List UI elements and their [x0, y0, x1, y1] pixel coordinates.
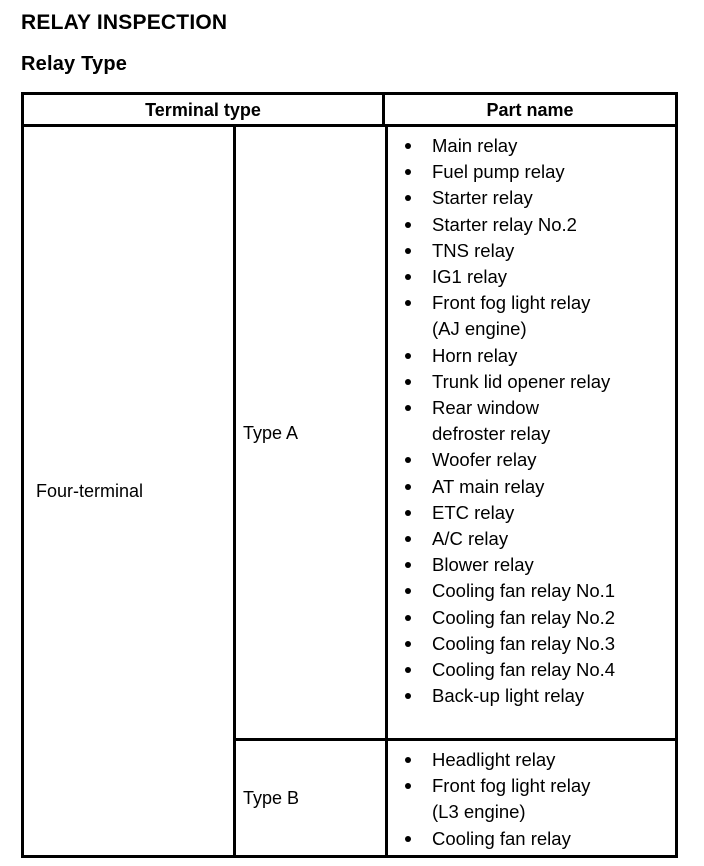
list-item: ETC relay	[385, 500, 675, 526]
list-item: Front fog light relay (AJ engine)	[385, 290, 675, 342]
list-item: AT main relay	[385, 474, 675, 500]
section-title: Relay Type	[21, 53, 128, 75]
list-item: Main relay	[385, 133, 675, 159]
column-divider-terminal	[233, 127, 236, 855]
table-header-row: Terminal type Part name	[24, 95, 675, 127]
list-item: Starter relay	[385, 185, 675, 211]
relay-type-table: Terminal type Part name Four-terminal Ty…	[21, 92, 678, 858]
row-divider-type-a-type-b	[233, 738, 675, 741]
list-item: TNS relay	[385, 238, 675, 264]
list-item: Cooling fan relay No.2	[385, 605, 675, 631]
list-item: Cooling fan relay No.4	[385, 657, 675, 683]
column-header-terminal-type: Terminal type	[24, 95, 385, 127]
type-b-parts-cell: Headlight relay Front fog light relay (L…	[385, 741, 675, 855]
type-a-label-cell: Type A	[233, 127, 385, 738]
list-item: Cooling fan relay No.1	[385, 578, 675, 604]
list-item: Woofer relay	[385, 447, 675, 473]
type-a-parts-cell: Main relay Fuel pump relay Starter relay…	[385, 127, 675, 738]
table-body: Four-terminal Type A Main relay Fuel pum…	[24, 127, 675, 855]
list-item: IG1 relay	[385, 264, 675, 290]
column-divider-part	[385, 127, 388, 855]
type-b-label-cell: Type B	[233, 741, 385, 855]
terminal-type-value: Four-terminal	[36, 481, 144, 501]
list-item: Rear window defroster relay	[385, 395, 675, 447]
list-item: Back-up light relay	[385, 683, 675, 709]
type-b-label: Type B	[243, 788, 300, 808]
list-item: Cooling fan relay	[385, 826, 675, 852]
list-item: A/C relay	[385, 526, 675, 552]
list-item: Headlight relay	[385, 747, 675, 773]
type-a-part-list: Main relay Fuel pump relay Starter relay…	[385, 133, 675, 709]
page-title: RELAY INSPECTION	[21, 11, 228, 34]
list-item: Trunk lid opener relay	[385, 369, 675, 395]
column-header-part-name: Part name	[486, 100, 574, 120]
type-b-part-list: Headlight relay Front fog light relay (L…	[385, 747, 675, 852]
table-row-type-a: Type A Main relay Fuel pump relay Starte…	[233, 127, 675, 738]
terminal-type-cell: Four-terminal	[24, 127, 233, 855]
list-item: Starter relay No.2	[385, 212, 675, 238]
list-item: Fuel pump relay	[385, 159, 675, 185]
table-row-type-b: Type B Headlight relay Front fog light r…	[233, 741, 675, 855]
list-item: Blower relay	[385, 552, 675, 578]
list-item: Front fog light relay (L3 engine)	[385, 773, 675, 825]
list-item: Cooling fan relay No.3	[385, 631, 675, 657]
type-a-label: Type A	[243, 422, 299, 443]
list-item: Horn relay	[385, 343, 675, 369]
